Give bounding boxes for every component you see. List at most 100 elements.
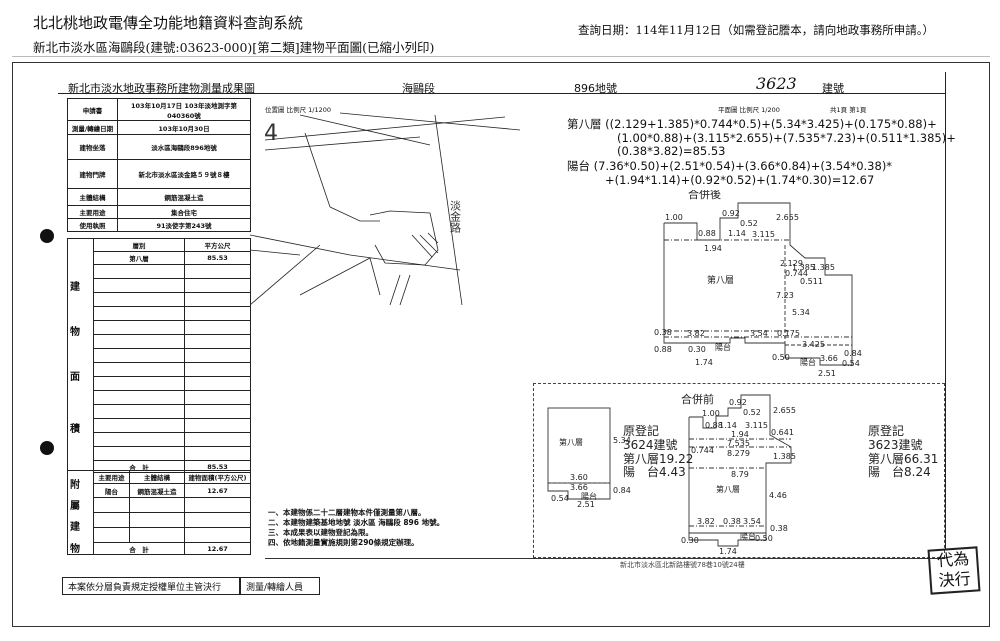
side-label: 建 <box>70 282 80 293</box>
label: 陽台 <box>740 531 756 541</box>
table-cell <box>93 527 130 543</box>
location-map: 4 淡金路 <box>250 112 521 306</box>
label: 1.94 <box>704 244 722 253</box>
surveyor-label: 測量/轉繪人員 <box>240 577 320 595</box>
location-map-label: 位置圖 比例尺 1/1200 <box>265 106 331 114</box>
table-cell <box>184 512 251 528</box>
before-merge-title: 合併前 <box>681 392 714 406</box>
punch-hole-icon <box>40 229 54 243</box>
label: 0.88 <box>705 421 723 430</box>
label: 0.54 <box>842 359 860 368</box>
system-title: 北北桃地政電傳全功能地籍資料查詢系統 <box>33 14 304 32</box>
label: (1.00*0.88)+(3.115*2.655)+(7.535*7.23)+(… <box>617 130 956 145</box>
label: 第八層66.31 <box>868 452 938 466</box>
room-label: 第八層 <box>716 484 740 494</box>
label: 0.744 <box>785 269 808 278</box>
cell-value: 鋼筋混凝土造 <box>117 188 251 206</box>
total-label: 合 計 <box>93 542 185 555</box>
note: 三、本成果表以建物登記為限。 <box>268 528 373 537</box>
label: 0.50 <box>772 353 790 362</box>
label: 1.385 <box>792 263 815 272</box>
table-cell <box>129 497 185 513</box>
note: 一、本建物係二十二層建物本件僅測量第八層。 <box>268 508 426 517</box>
before-merge-box <box>533 383 945 558</box>
floor-cell: 第八層 <box>93 251 185 265</box>
label: 0.50 <box>755 534 773 543</box>
label: 0.52 <box>743 408 761 417</box>
table-cell <box>93 390 185 405</box>
table-cell <box>184 418 251 433</box>
table-cell <box>93 278 185 293</box>
label: 0.511 <box>800 277 823 286</box>
punch-hole-icon <box>40 441 54 455</box>
side-label: 屬 <box>70 501 80 512</box>
table-cell <box>129 512 185 528</box>
room-label: 第八層 <box>707 274 734 286</box>
label: 1.00 <box>702 409 720 418</box>
table-cell <box>67 470 94 555</box>
label: 0.30 <box>688 345 706 354</box>
label: 1.385 <box>812 263 835 272</box>
authority-note: 本案依分層負責規定授權單位主管決行 <box>62 577 240 595</box>
cell-value: 103年10月17日 103年淡地測字第040360號 <box>117 98 251 121</box>
note: 四、依地籍測量實施規則第290條規定辦理。 <box>268 538 419 547</box>
label: 0.84 <box>613 486 631 495</box>
label: 0.92 <box>722 209 740 218</box>
label: 3.66 <box>820 354 838 363</box>
table-cell <box>93 348 185 363</box>
table-cell <box>184 432 251 447</box>
label: 1.14 <box>728 229 746 238</box>
balcony-label: 陽台 <box>800 357 816 367</box>
side-label: 物 <box>70 544 80 555</box>
table-cell <box>184 446 251 461</box>
label: +(1.94*1.14)+(0.92*0.52)+(1.74*0.30)=12.… <box>605 172 875 187</box>
label: 3.54 <box>750 329 768 338</box>
table-cell <box>93 334 185 349</box>
note: 二、本建物建築基地地號 淡水區 海鷗段 896 地號。 <box>268 518 445 527</box>
label: 3.82 <box>687 329 705 338</box>
right-border <box>945 72 946 549</box>
label: 4.46 <box>769 491 787 500</box>
label: 0.52 <box>740 219 758 228</box>
label: ((2.129+1.385)*0.744*0.5)+(5.34*3.425)+(… <box>605 117 937 131</box>
cell-value: 103年10月30日 <box>117 120 251 135</box>
section-name: 海鷗段 <box>402 82 435 95</box>
table-cell <box>184 320 251 335</box>
label: 代為決行 <box>936 548 972 591</box>
structure-cell: 鋼筋混凝土造 <box>129 483 185 498</box>
label: 陽 台8.24 <box>868 464 931 479</box>
bottom-rule <box>265 558 945 559</box>
table-cell <box>67 238 94 473</box>
label: 陽台 <box>581 491 597 501</box>
formula-label: 第八層 <box>567 117 602 131</box>
total-value: 12.67 <box>184 542 251 555</box>
cell-label: 建物坐落 <box>67 134 118 160</box>
table-cell <box>93 292 185 307</box>
side-label: 建 <box>70 522 80 533</box>
label: 0.88 <box>654 345 672 354</box>
document-subtitle: 新北市淡水區海鷗段(建號:03623-000)[第二類]建物平面圖(已縮小列印) <box>33 40 435 55</box>
room-label: 第八層 <box>559 437 583 447</box>
table-cell <box>93 418 185 433</box>
label: 2.129 <box>780 259 803 268</box>
cell-label: 主體結構 <box>67 188 118 206</box>
side-label: 附 <box>70 480 80 491</box>
building-number-label: 建號 <box>822 82 844 95</box>
cell-label: 建物門牌 <box>67 159 118 189</box>
table-cell <box>184 404 251 419</box>
label: 3.82 <box>697 517 715 526</box>
table-cell <box>184 292 251 307</box>
label: 3.115 <box>745 421 768 430</box>
label: 5.34 <box>613 436 631 445</box>
label: 0.92 <box>729 398 747 407</box>
formula-label: 陽台 <box>567 159 590 173</box>
label: 3.425 <box>802 340 825 349</box>
after-merge-title: 合併後 <box>688 190 721 201</box>
label: 0.88 <box>698 229 716 238</box>
table-cell <box>93 320 185 335</box>
table-cell <box>93 376 185 391</box>
label: 0.38 <box>723 517 741 526</box>
table-cell <box>184 362 251 377</box>
label: 第八層19.22 <box>623 452 693 466</box>
